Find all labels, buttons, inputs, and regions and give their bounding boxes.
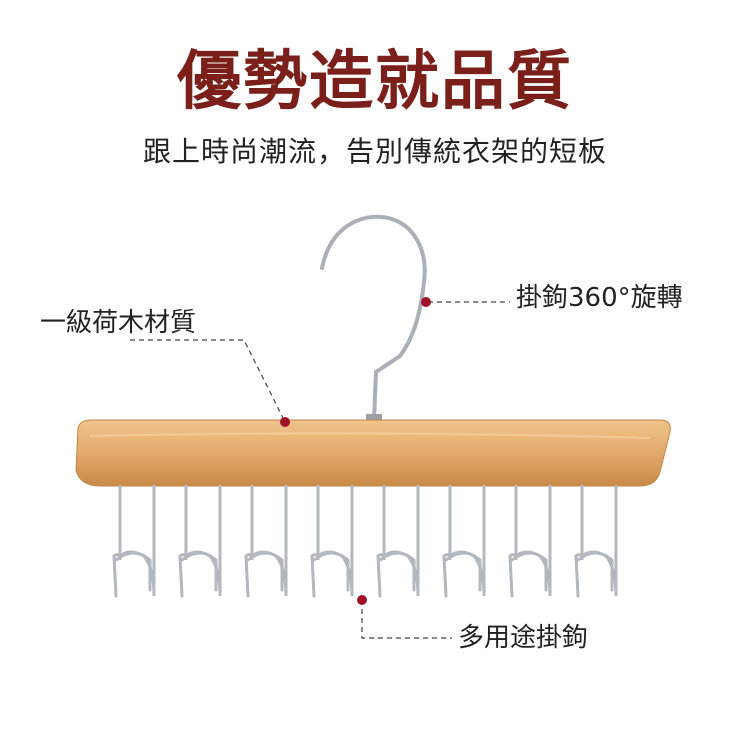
bottom-hook-loop — [378, 551, 416, 592]
bottom-hook — [244, 484, 288, 598]
callout-multi-hooks: 多用途掛鉤 — [458, 623, 589, 653]
swivel-hook — [320, 214, 427, 422]
callout-material: 一級荷木材質 — [40, 308, 197, 338]
bottom-hook-loop — [444, 551, 482, 592]
wooden-bar — [75, 419, 671, 487]
bottom-hook — [376, 484, 420, 598]
headline-subtitle: 跟上時尚潮流，告別傳統衣架的短板 — [142, 135, 607, 168]
headline-title: 優勢造就品質 — [177, 45, 573, 119]
bottom-hook-loop — [180, 551, 218, 592]
marker-multi-hooks — [357, 595, 367, 605]
hook-base — [366, 414, 382, 422]
bottom-hook-loop — [576, 551, 614, 592]
marker-material — [280, 417, 290, 427]
bottom-hook — [112, 484, 156, 598]
callout-hook-rotation: 掛鉤360°旋轉 — [516, 283, 683, 313]
bottom-hook-loop — [510, 551, 548, 592]
bottom-hook-loop — [312, 551, 350, 592]
bottom-hook — [508, 484, 552, 598]
marker-hook-rotation — [421, 297, 431, 307]
bottom-hook — [310, 484, 354, 598]
callout-lines — [130, 301, 510, 639]
bottom-hook — [442, 484, 486, 598]
bottom-hook-loop — [114, 551, 152, 592]
bottom-hook — [574, 484, 618, 598]
bottom-hook-loop — [246, 551, 284, 592]
bottom-hooks — [112, 484, 618, 598]
bottom-hook — [178, 484, 222, 598]
